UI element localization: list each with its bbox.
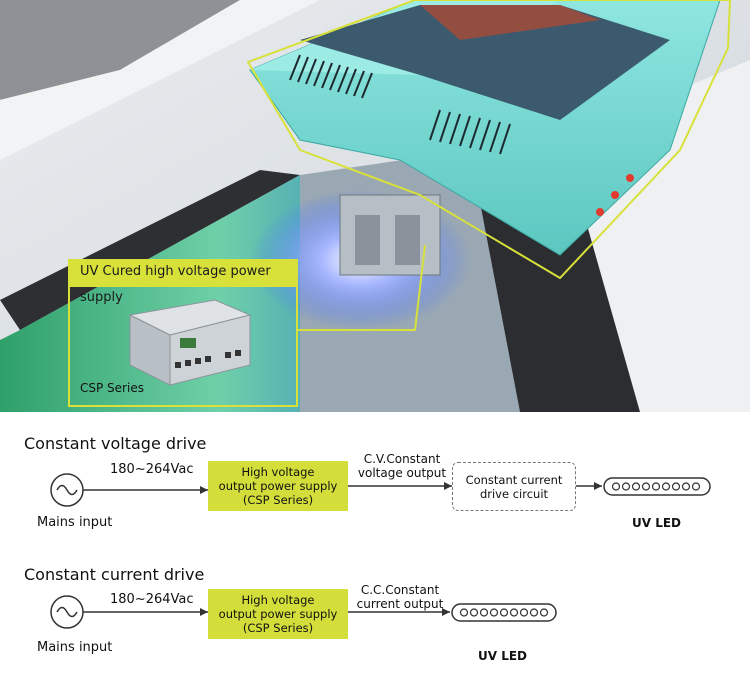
cc-uv-led-strip: [451, 603, 557, 622]
cc-ac-source-icon: [50, 595, 84, 629]
indicator-lights: [596, 174, 634, 216]
cv-output-label: C.V.Constant voltage output: [357, 452, 447, 480]
housing-highlight-outline: [246, 0, 732, 280]
cc-psu-box-label: High voltage output power supply (CSP Se…: [218, 593, 338, 635]
cc-mains-label: Mains input: [37, 640, 113, 655]
cable-chain-left: [0, 170, 300, 330]
cv-driver-box: Constant current drive circuit: [452, 462, 576, 511]
cv-uv-led-label: UV LED: [632, 516, 682, 530]
cc-uv-led-label: UV LED: [478, 649, 528, 663]
inset-title-label: UV Cured high voltage power supply: [68, 259, 298, 305]
cv-uv-led-strip: [603, 477, 711, 496]
cv-driver-box-label: Constant current drive circuit: [465, 472, 563, 501]
grey-tiles: [0, 0, 240, 100]
cv-psu-box: High voltage output power supply (CSP Se…: [208, 461, 348, 511]
inset-series-label: CSP Series: [80, 381, 144, 395]
cv-psu-box-label: High voltage output power supply (CSP Se…: [218, 465, 338, 507]
cv-input-voltage: 180~264Vac: [110, 462, 194, 477]
cc-section-title: Constant current drive: [24, 565, 205, 584]
cv-ac-source-icon: [50, 473, 84, 507]
housing-top-panel: [300, 5, 670, 120]
cv-mains-label: Mains input: [37, 515, 113, 530]
power-supply-image: [128, 299, 252, 386]
inset-frame: [68, 285, 298, 407]
inset-connector-line: [298, 244, 426, 331]
cc-input-voltage: 180~264Vac: [110, 592, 194, 607]
cc-output-label: C.C.Constant current output: [356, 583, 444, 611]
cv-section-title: Constant voltage drive: [24, 434, 207, 453]
cc-psu-box: High voltage output power supply (CSP Se…: [208, 589, 348, 639]
uv-printer-photo: [0, 0, 750, 412]
housing-vents: [289, 54, 511, 155]
